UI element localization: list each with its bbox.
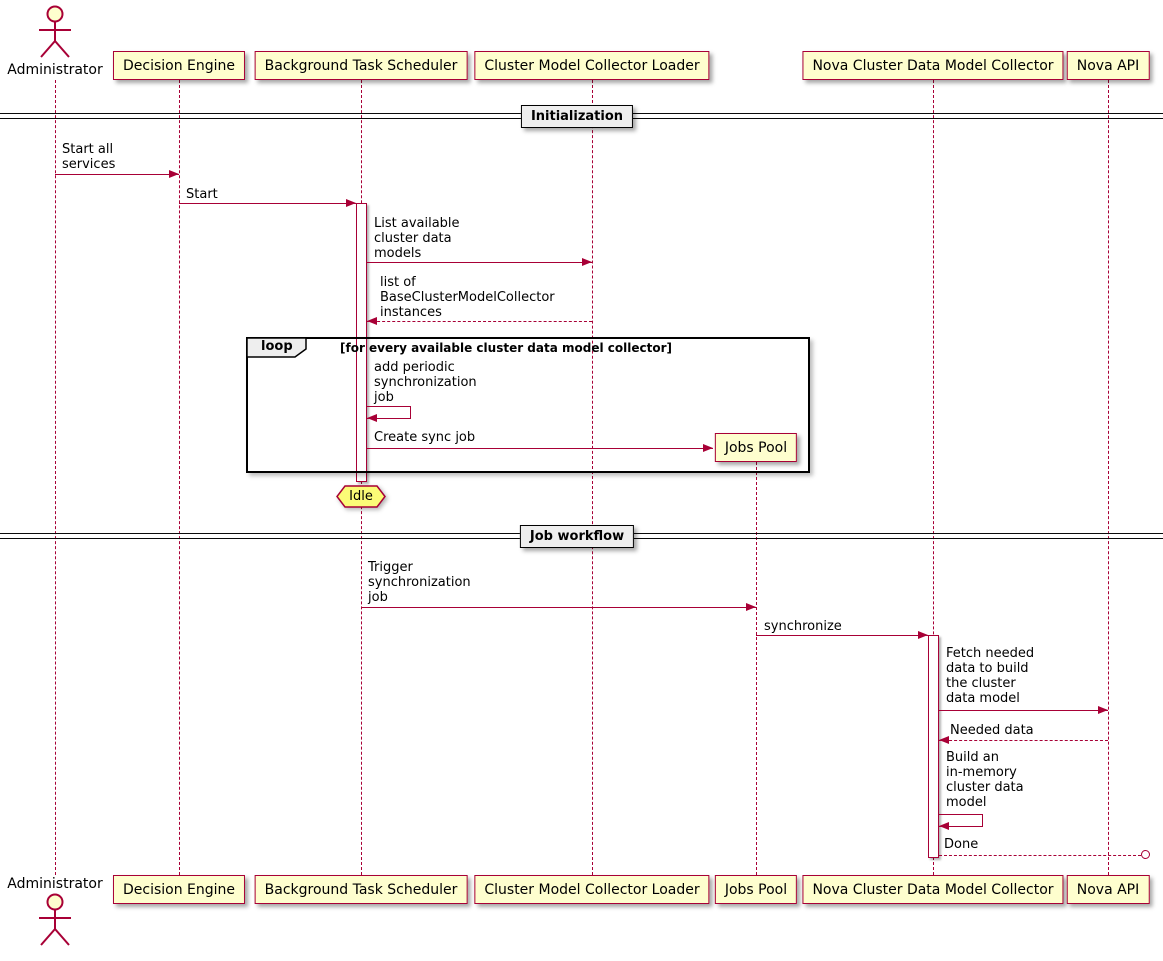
message-synchronize: synchronize (764, 619, 842, 634)
message-fetch-needed: Fetch needed data to build the cluster d… (946, 646, 1035, 706)
message-start-all-services: Start all services (62, 142, 116, 172)
activation-scheduler (356, 203, 367, 482)
idle-state-note: Idle (336, 485, 386, 508)
administrator-label-bottom: Administrator (7, 876, 103, 892)
arrowhead-list-available (582, 258, 592, 266)
idle-hexagon-shape (336, 485, 386, 508)
arrow-start-all-services (55, 174, 179, 175)
arrow-start (179, 203, 356, 204)
arrow-trigger-sync (361, 607, 756, 608)
participant-decision-engine-bottom: Decision Engine (112, 875, 246, 904)
message-create-sync-job: Create sync job (374, 430, 476, 445)
self-arrow-add-periodic (367, 406, 411, 419)
participant-jobs-pool-created: Jobs Pool (714, 433, 798, 462)
arrow-synchronize (756, 635, 928, 636)
arrowhead-fetch-needed (1098, 706, 1108, 714)
loop-tab (246, 337, 307, 358)
arrowhead-start (346, 199, 356, 207)
participant-scheduler-bottom: Background Task Scheduler (254, 875, 468, 904)
message-trigger-sync: Trigger synchronization job (368, 560, 471, 605)
participant-nova-api-bottom: Nova API (1066, 875, 1150, 904)
arrowhead-create-sync-job (703, 444, 713, 452)
participant-loader-bottom: Cluster Model Collector Loader (474, 875, 710, 904)
arrowhead-start-all-services (169, 170, 179, 178)
participant-collector-top: Nova Cluster Data Model Collector (802, 51, 1064, 80)
lifeline-loader (592, 80, 593, 875)
lifeline-collector (933, 80, 934, 875)
divider-initialization: Initialization (520, 105, 634, 128)
arrowhead-build-model (939, 822, 949, 830)
participant-scheduler-top: Background Task Scheduler (254, 51, 468, 80)
arrowhead-trigger-sync (746, 603, 756, 611)
arrow-needed-data (939, 740, 1108, 741)
message-start: Start (186, 187, 218, 202)
loop-frame (246, 337, 810, 473)
arrow-fetch-needed (939, 710, 1108, 711)
lifeline-jobs-pool (756, 462, 757, 875)
self-arrow-build-model (939, 814, 983, 827)
arrowhead-needed-data (939, 736, 949, 744)
divider-job-workflow: Job workflow (519, 525, 635, 548)
lifeline-nova-api (1108, 80, 1109, 875)
lifeline-administrator (55, 80, 56, 875)
administrator-actor-icon-top (39, 5, 71, 58)
message-list-of-instances: list of BaseClusterModelCollector instan… (380, 275, 555, 320)
administrator-actor-icon-bottom (39, 893, 71, 946)
arrow-list-of-instances (367, 321, 592, 322)
loop-keyword: loop (261, 339, 293, 354)
participant-decision-engine-top: Decision Engine (112, 51, 246, 80)
participant-loader-top: Cluster Model Collector Loader (474, 51, 710, 80)
arrow-done (939, 855, 1141, 856)
arrow-create-sync-job (367, 448, 713, 449)
message-done: Done (944, 837, 979, 852)
administrator-label-top: Administrator (7, 62, 103, 78)
participant-nova-api-top: Nova API (1066, 51, 1150, 80)
participant-jobs-pool-bottom: Jobs Pool (714, 875, 798, 904)
done-endpoint-circle (1141, 850, 1150, 859)
message-list-available: List available cluster data models (374, 216, 460, 261)
arrowhead-add-periodic (367, 414, 377, 422)
arrowhead-list-of-instances (367, 317, 377, 325)
message-add-periodic: add periodic synchronization job (374, 360, 477, 405)
idle-state-label: Idle (349, 489, 373, 504)
activation-collector (928, 635, 939, 858)
loop-condition: [for every available cluster data model … (340, 341, 672, 355)
arrowhead-synchronize (918, 631, 928, 639)
participant-collector-bottom: Nova Cluster Data Model Collector (802, 875, 1064, 904)
lifeline-decision-engine (179, 80, 180, 875)
message-needed-data: Needed data (950, 723, 1034, 738)
arrow-list-available (367, 262, 592, 263)
message-build-model: Build an in-memory cluster data model (946, 750, 1024, 810)
